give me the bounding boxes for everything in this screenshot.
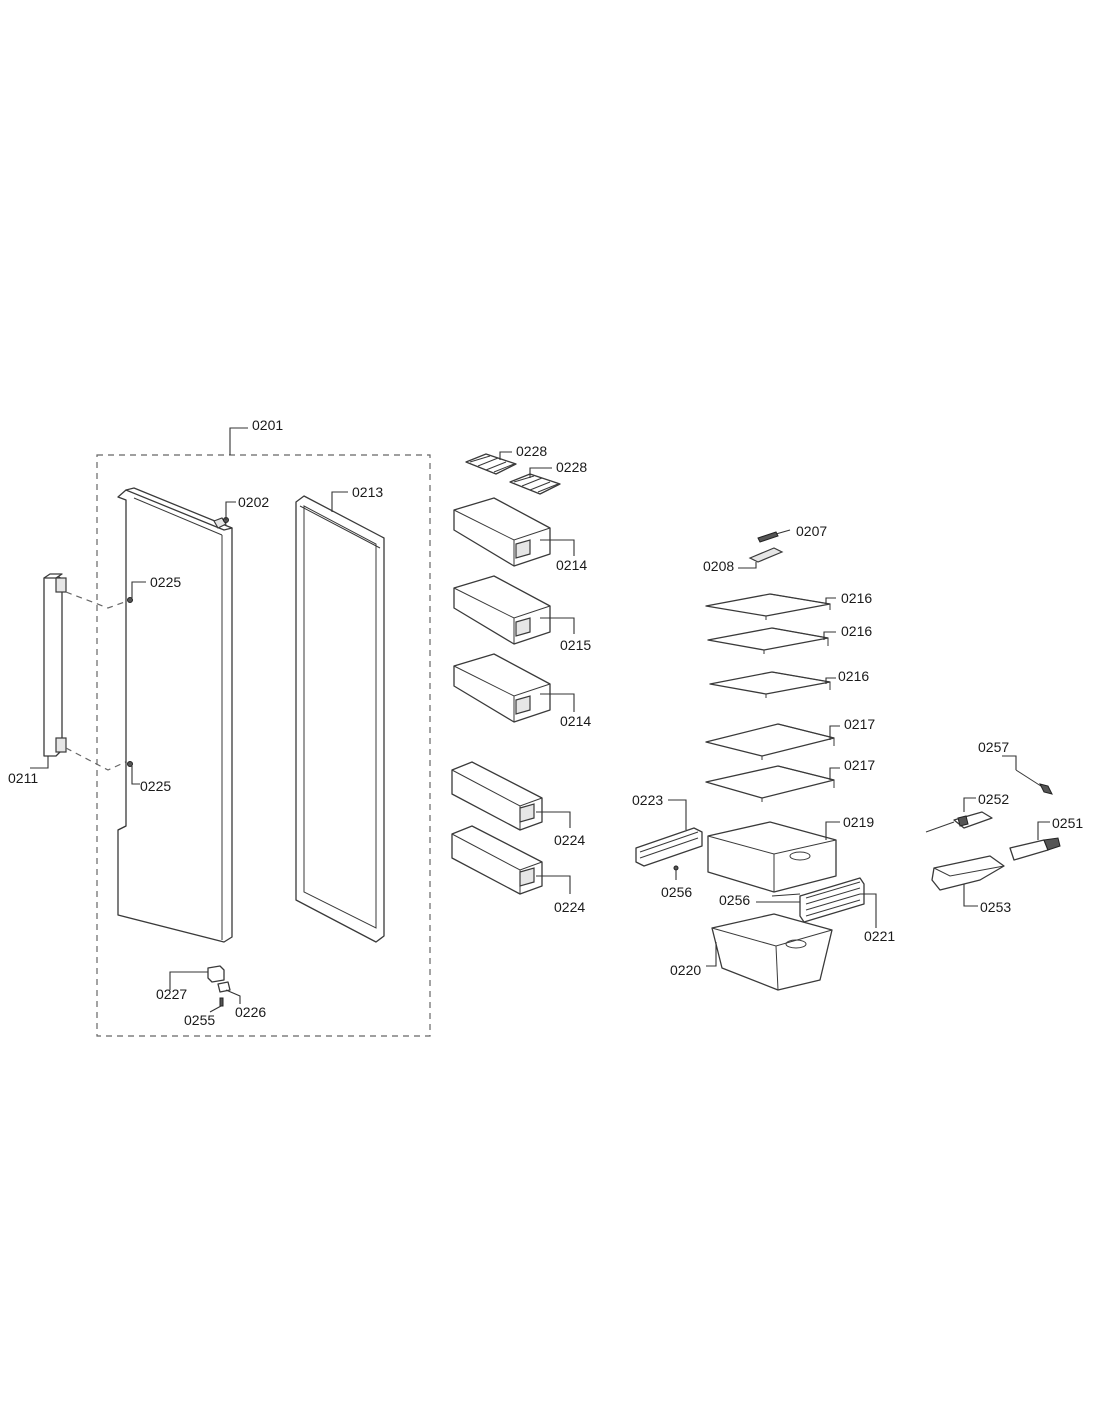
- callout-0213: 0213: [352, 484, 383, 500]
- callout-0226: 0226: [235, 1004, 266, 1020]
- callout-0202: 0202: [238, 494, 269, 510]
- callout-0201: 0201: [252, 417, 283, 433]
- shelf-4: [705, 723, 840, 760]
- door-bin-4: [451, 761, 571, 831]
- callout-0228-2: 0228: [556, 459, 587, 475]
- callout-0221: 0221: [864, 928, 895, 944]
- callout-0228-1: 0228: [516, 443, 547, 459]
- callout-0257: 0257: [978, 739, 1009, 755]
- egg-tray-1: [465, 451, 517, 475]
- shelf-1: [705, 593, 836, 620]
- door-bin-3: [453, 653, 575, 723]
- light-housing: [738, 547, 784, 569]
- callout-0255: 0255: [184, 1012, 215, 1028]
- door-panel: [117, 487, 236, 943]
- door-handle: [30, 573, 131, 771]
- crisper-drawer-upper: [707, 821, 840, 893]
- door-gasket: [295, 491, 385, 943]
- callout-0214-upper: 0214: [556, 557, 587, 573]
- callout-0217-1: 0217: [844, 716, 875, 732]
- callout-0219: 0219: [843, 814, 874, 830]
- callout-0214-lower: 0214: [560, 713, 591, 729]
- callout-0251: 0251: [1052, 815, 1083, 831]
- callout-0211: 0211: [8, 770, 38, 786]
- thermostat-rod: [1002, 755, 1053, 795]
- callout-0253: 0253: [980, 899, 1011, 915]
- callout-0217-2: 0217: [844, 757, 875, 773]
- shelf-3: [709, 671, 836, 698]
- door-assembly-frame: [96, 427, 431, 1037]
- callout-0216-3: 0216: [838, 668, 869, 684]
- crisper-drawer-lower: [706, 913, 833, 991]
- callout-0223: 0223: [632, 792, 663, 808]
- shelf-5: [705, 765, 840, 802]
- drawer-rail: [635, 799, 703, 880]
- thermostat-knob: [925, 797, 993, 833]
- callout-0225-lower: 0225: [140, 778, 171, 794]
- callout-labels: 0201 0202 0207 0208 0211 0213 0214 0215 …: [8, 417, 1083, 1028]
- callout-0216-1: 0216: [841, 590, 872, 606]
- lamp-cover: [931, 855, 1005, 907]
- callout-0215: 0215: [560, 637, 591, 653]
- shelf-2: [707, 627, 836, 654]
- callout-0225-upper: 0225: [150, 574, 181, 590]
- callout-0216-2: 0216: [841, 623, 872, 639]
- callout-0256-left: 0256: [661, 884, 692, 900]
- egg-tray-2: [509, 467, 561, 495]
- door-hinge-parts: [169, 965, 241, 1013]
- door-bin-5: [451, 825, 571, 895]
- door-bin-2: [453, 575, 575, 645]
- lamp-bulb: [1009, 821, 1061, 861]
- callout-0208: 0208: [703, 558, 734, 574]
- drawer-front-panel: [756, 877, 877, 928]
- callout-0224-upper: 0224: [554, 832, 585, 848]
- callout-0227: 0227: [156, 986, 187, 1002]
- callout-0207: 0207: [796, 523, 827, 539]
- callout-0224-lower: 0224: [554, 899, 585, 915]
- door-bin-1: [453, 497, 575, 567]
- callout-0220: 0220: [670, 962, 701, 978]
- callout-0252: 0252: [978, 791, 1009, 807]
- light-cover: [757, 529, 791, 543]
- callout-0256-right: 0256: [719, 892, 750, 908]
